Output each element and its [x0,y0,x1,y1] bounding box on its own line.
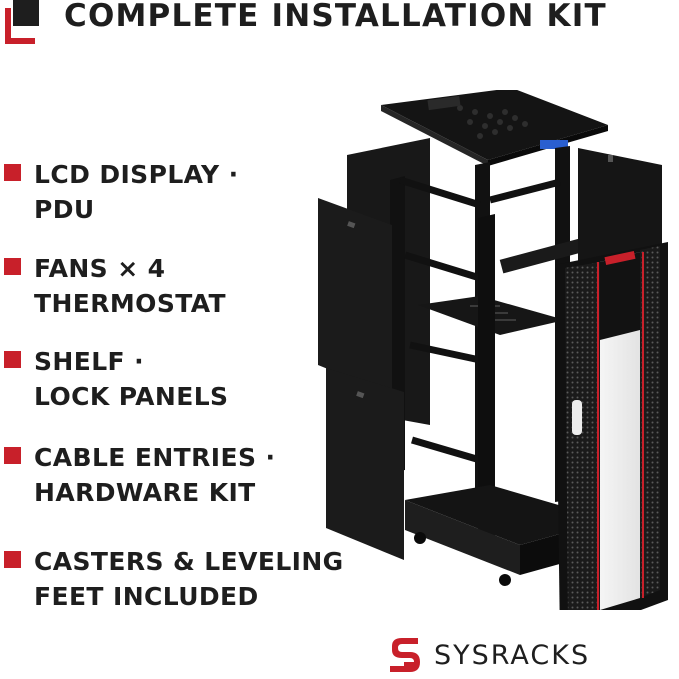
red-square-bullet-icon [4,447,21,464]
feature-line: CABLE ENTRIES · [34,443,276,472]
feature-line: THERMOSTAT [34,289,227,318]
red-square-bullet-icon [4,258,21,275]
caster [499,574,511,586]
red-square-bullet-icon [4,164,21,181]
brand-footer: SYSRACKS [384,636,676,676]
feature-line: SHELF · [34,347,145,376]
caster [414,532,426,544]
red-square-bullet-icon [4,551,21,568]
feature-line: CASTERS & LEVELING [34,547,344,576]
left-panel-upper [318,198,392,395]
corner-bracket-logo-icon [5,0,39,44]
left-panel-lower [326,368,404,560]
brand-name: SYSRACKS [434,640,591,671]
feature-line: FEET INCLUDED [34,582,259,611]
feature-line: HARDWARE KIT [34,478,256,507]
feature-line: LCD DISPLAY · [34,160,239,189]
page-title: COMPLETE INSTALLATION KIT [64,0,607,34]
server-rack-exploded-image [318,90,668,610]
red-square-bullet-icon [4,351,21,368]
sysracks-logo-icon [390,638,420,672]
feature-line: FANS × 4 [34,254,166,283]
feature-line: PDU [34,195,95,224]
feature-line: LOCK PANELS [34,382,229,411]
